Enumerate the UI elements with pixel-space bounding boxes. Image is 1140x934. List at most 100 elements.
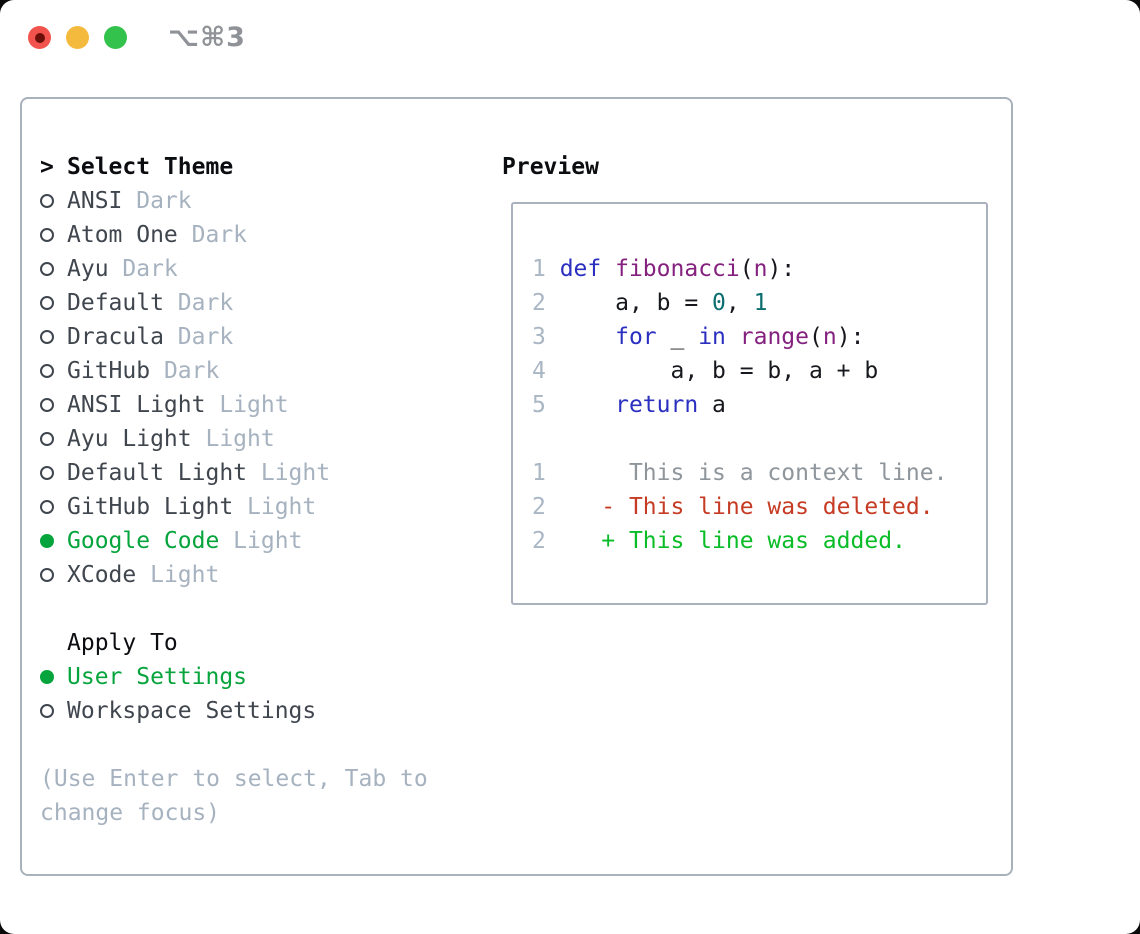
- close-button[interactable]: [28, 26, 51, 49]
- radio-icon: [40, 330, 54, 344]
- theme-option-ayu-light[interactable]: Ayu Light Light: [40, 422, 470, 456]
- token-type: n: [822, 324, 837, 350]
- theme-option-github[interactable]: GitHub Dark: [40, 354, 470, 388]
- option-label: ANSI: [67, 188, 123, 214]
- apply-option-user-settings[interactable]: User Settings: [40, 660, 470, 694]
- theme-option-default[interactable]: Default Dark: [40, 286, 470, 320]
- variant-label: Dark: [163, 324, 234, 350]
- spacer: [40, 592, 470, 626]
- option-label: Atom One: [67, 222, 178, 248]
- preview-line: 2 a, b = 0, 1: [532, 286, 986, 320]
- apply-option-workspace-settings[interactable]: Workspace Settings: [40, 694, 470, 728]
- token-keyword: return: [615, 392, 699, 418]
- variant-label: Dark: [122, 188, 192, 214]
- option-label: Ayu Light: [67, 426, 192, 452]
- preview-line: 2 + This line was added.: [532, 524, 986, 558]
- option-label: Default Light: [67, 460, 248, 486]
- variant-label: Dark: [108, 256, 178, 282]
- line-number: 2: [532, 494, 560, 520]
- token-keyword: def: [559, 256, 602, 282]
- radio-icon: [40, 296, 54, 310]
- theme-option-ansi[interactable]: ANSI Dark: [40, 184, 470, 218]
- keyboard-hint: (Use Enter to select, Tab to change focu…: [40, 766, 428, 826]
- token-added: + This line was added.: [559, 528, 906, 554]
- token-plain: ,: [725, 290, 754, 316]
- option-label: Workspace Settings: [67, 698, 317, 724]
- token-plain: a, b =: [559, 290, 713, 316]
- theme-option-ansi-light[interactable]: ANSI Light Light: [40, 388, 470, 422]
- window-titlebar: ⌥⌘3: [28, 22, 246, 53]
- preview-title: Preview: [502, 154, 599, 180]
- token-context: This is a context line.: [559, 460, 948, 486]
- option-label: ANSI Light: [67, 392, 206, 418]
- variant-label: Dark: [163, 290, 234, 316]
- token-plain: [726, 324, 740, 350]
- window-title: ⌥⌘3: [168, 22, 246, 53]
- option-label: GitHub Light: [67, 494, 234, 520]
- preview-line: 5 return a: [532, 388, 986, 422]
- variant-label: Light: [205, 392, 289, 418]
- radio-selected-icon: [40, 534, 54, 548]
- variant-label: Dark: [177, 222, 248, 248]
- radio-icon: [40, 432, 54, 446]
- token-keyword: for: [615, 324, 657, 350]
- token-plain: [601, 256, 615, 282]
- line-number: 1: [532, 256, 560, 282]
- theme-option-github-light[interactable]: GitHub Light Light: [40, 490, 470, 524]
- theme-option-ayu[interactable]: Ayu Dark: [40, 252, 470, 286]
- token-plain: ):: [767, 256, 796, 282]
- token-plain: ):: [836, 324, 865, 350]
- close-dot-icon: [34, 32, 45, 43]
- option-label: Dracula: [67, 324, 164, 350]
- variant-label: Light: [247, 460, 331, 486]
- token-literal: 0: [712, 290, 726, 316]
- variant-label: Light: [191, 426, 275, 452]
- radio-icon: [40, 466, 54, 480]
- radio-icon: [40, 228, 54, 242]
- option-label: Ayu: [67, 256, 109, 282]
- token-literal: 1: [753, 290, 768, 316]
- token-type: n: [753, 256, 768, 282]
- token-plain: a: [698, 392, 726, 418]
- line-number: 2: [532, 528, 560, 554]
- radio-icon: [40, 704, 54, 718]
- line-number: 4: [532, 358, 560, 384]
- theme-option-google-code[interactable]: Google Code Light: [40, 524, 470, 558]
- option-label: Google Code: [67, 528, 220, 554]
- minimize-button[interactable]: [66, 26, 89, 49]
- option-label: User Settings: [67, 664, 248, 690]
- token-plain: [560, 324, 615, 350]
- theme-option-xcode[interactable]: XCode Light: [40, 558, 470, 592]
- radio-icon: [40, 262, 54, 276]
- theme-option-atom-one[interactable]: Atom One Dark: [40, 218, 470, 252]
- line-number: 2: [532, 290, 560, 316]
- preview-line: 2 - This line was deleted.: [532, 490, 986, 524]
- select-theme-header: > Select Theme: [40, 150, 470, 184]
- option-label: Default: [67, 290, 164, 316]
- zoom-button[interactable]: [104, 26, 127, 49]
- theme-option-default-light[interactable]: Default Light Light: [40, 456, 470, 490]
- line-number: [532, 426, 560, 452]
- radio-icon: [40, 194, 54, 208]
- theme-option-dracula[interactable]: Dracula Dark: [40, 320, 470, 354]
- token-plain: (: [739, 256, 754, 282]
- option-label: GitHub: [67, 358, 151, 384]
- select-theme-title: Select Theme: [67, 154, 234, 180]
- variant-label: Light: [136, 562, 220, 588]
- preview-line: 3 for _ in range(n):: [532, 320, 986, 354]
- radio-icon: [40, 398, 54, 412]
- variant-label: Dark: [150, 358, 220, 384]
- line-number: 1: [532, 460, 560, 486]
- preview-line: 1 This is a context line.: [532, 456, 986, 490]
- variant-label: Light: [219, 528, 303, 554]
- radio-icon: [40, 364, 54, 378]
- radio-icon: [40, 500, 54, 514]
- token-plain: [560, 392, 615, 418]
- apply-to-header: Apply To: [40, 626, 470, 660]
